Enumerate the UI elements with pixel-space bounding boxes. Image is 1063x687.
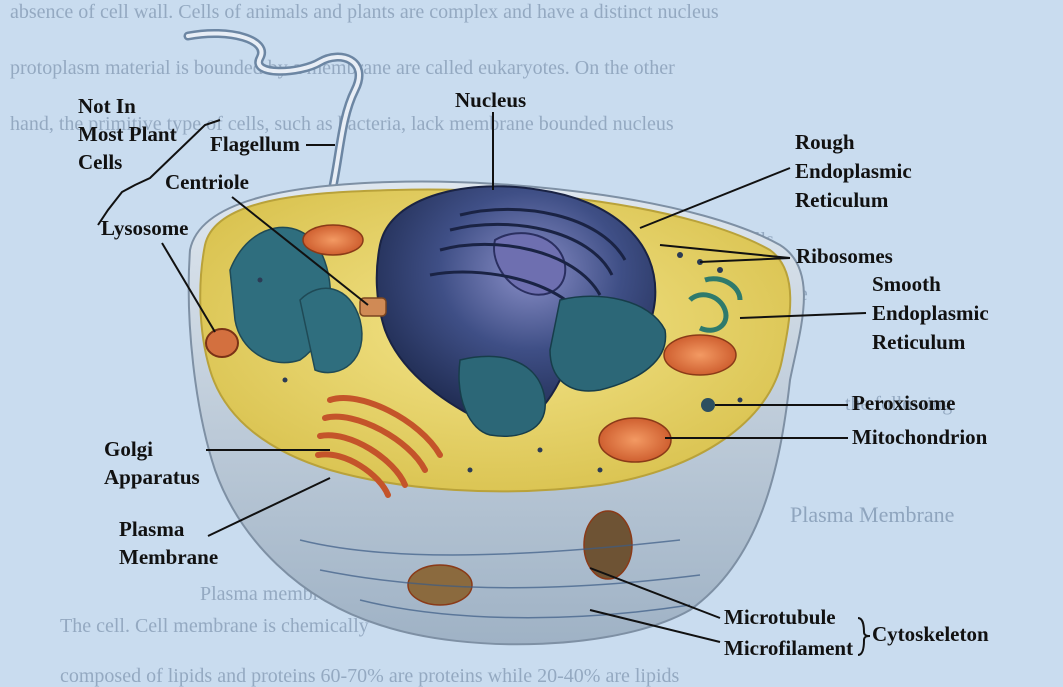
label-ribosomes: Ribosomes <box>796 242 893 271</box>
svg-text:composed of lipids and protein: composed of lipids and proteins 60-70% a… <box>60 665 680 687</box>
label-centriole: Centriole <box>165 168 249 197</box>
background-heading: Plasma Membrane <box>790 502 954 527</box>
label-golgi-2: Apparatus <box>104 463 200 492</box>
label-smooth-er-1: Smooth <box>872 270 941 299</box>
not-in-plant-line-3: Cells <box>78 148 122 177</box>
label-golgi-1: Golgi <box>104 435 153 464</box>
label-rough-er-3: Reticulum <box>795 186 888 215</box>
label-peroxisome: Peroxisome <box>852 389 955 418</box>
label-microfilament: Microfilament <box>724 634 853 663</box>
label-rough-er-2: Endoplasmic <box>795 157 912 186</box>
label-mitochondrion: Mitochondrion <box>852 423 987 452</box>
not-in-plant-line-1: Not In <box>78 92 136 121</box>
label-smooth-er-2: Endoplasmic <box>872 299 989 328</box>
label-rough-er-1: Rough <box>795 128 855 157</box>
svg-text:The: The cell. Cell membrane is chemically <box>60 615 369 637</box>
label-lysosome: Lysosome <box>101 214 189 243</box>
label-plasma-membrane-2: Membrane <box>119 543 218 572</box>
label-smooth-er-3: Reticulum <box>872 328 965 357</box>
label-microtubule: Microtubule <box>724 603 836 632</box>
peroxisome <box>701 398 715 412</box>
lysosome <box>206 329 238 357</box>
not-in-plant-line-2: Most Plant <box>78 120 177 149</box>
label-nucleus: Nucleus <box>455 86 526 115</box>
label-flagellum: Flagellum <box>210 130 300 159</box>
label-cytoskeleton: Cytoskeleton <box>872 620 989 649</box>
label-plasma-membrane-1: Plasma <box>119 515 184 544</box>
svg-text:absence of cell wall. Cells of: absence of cell wall. Cells of animals a… <box>10 1 719 23</box>
